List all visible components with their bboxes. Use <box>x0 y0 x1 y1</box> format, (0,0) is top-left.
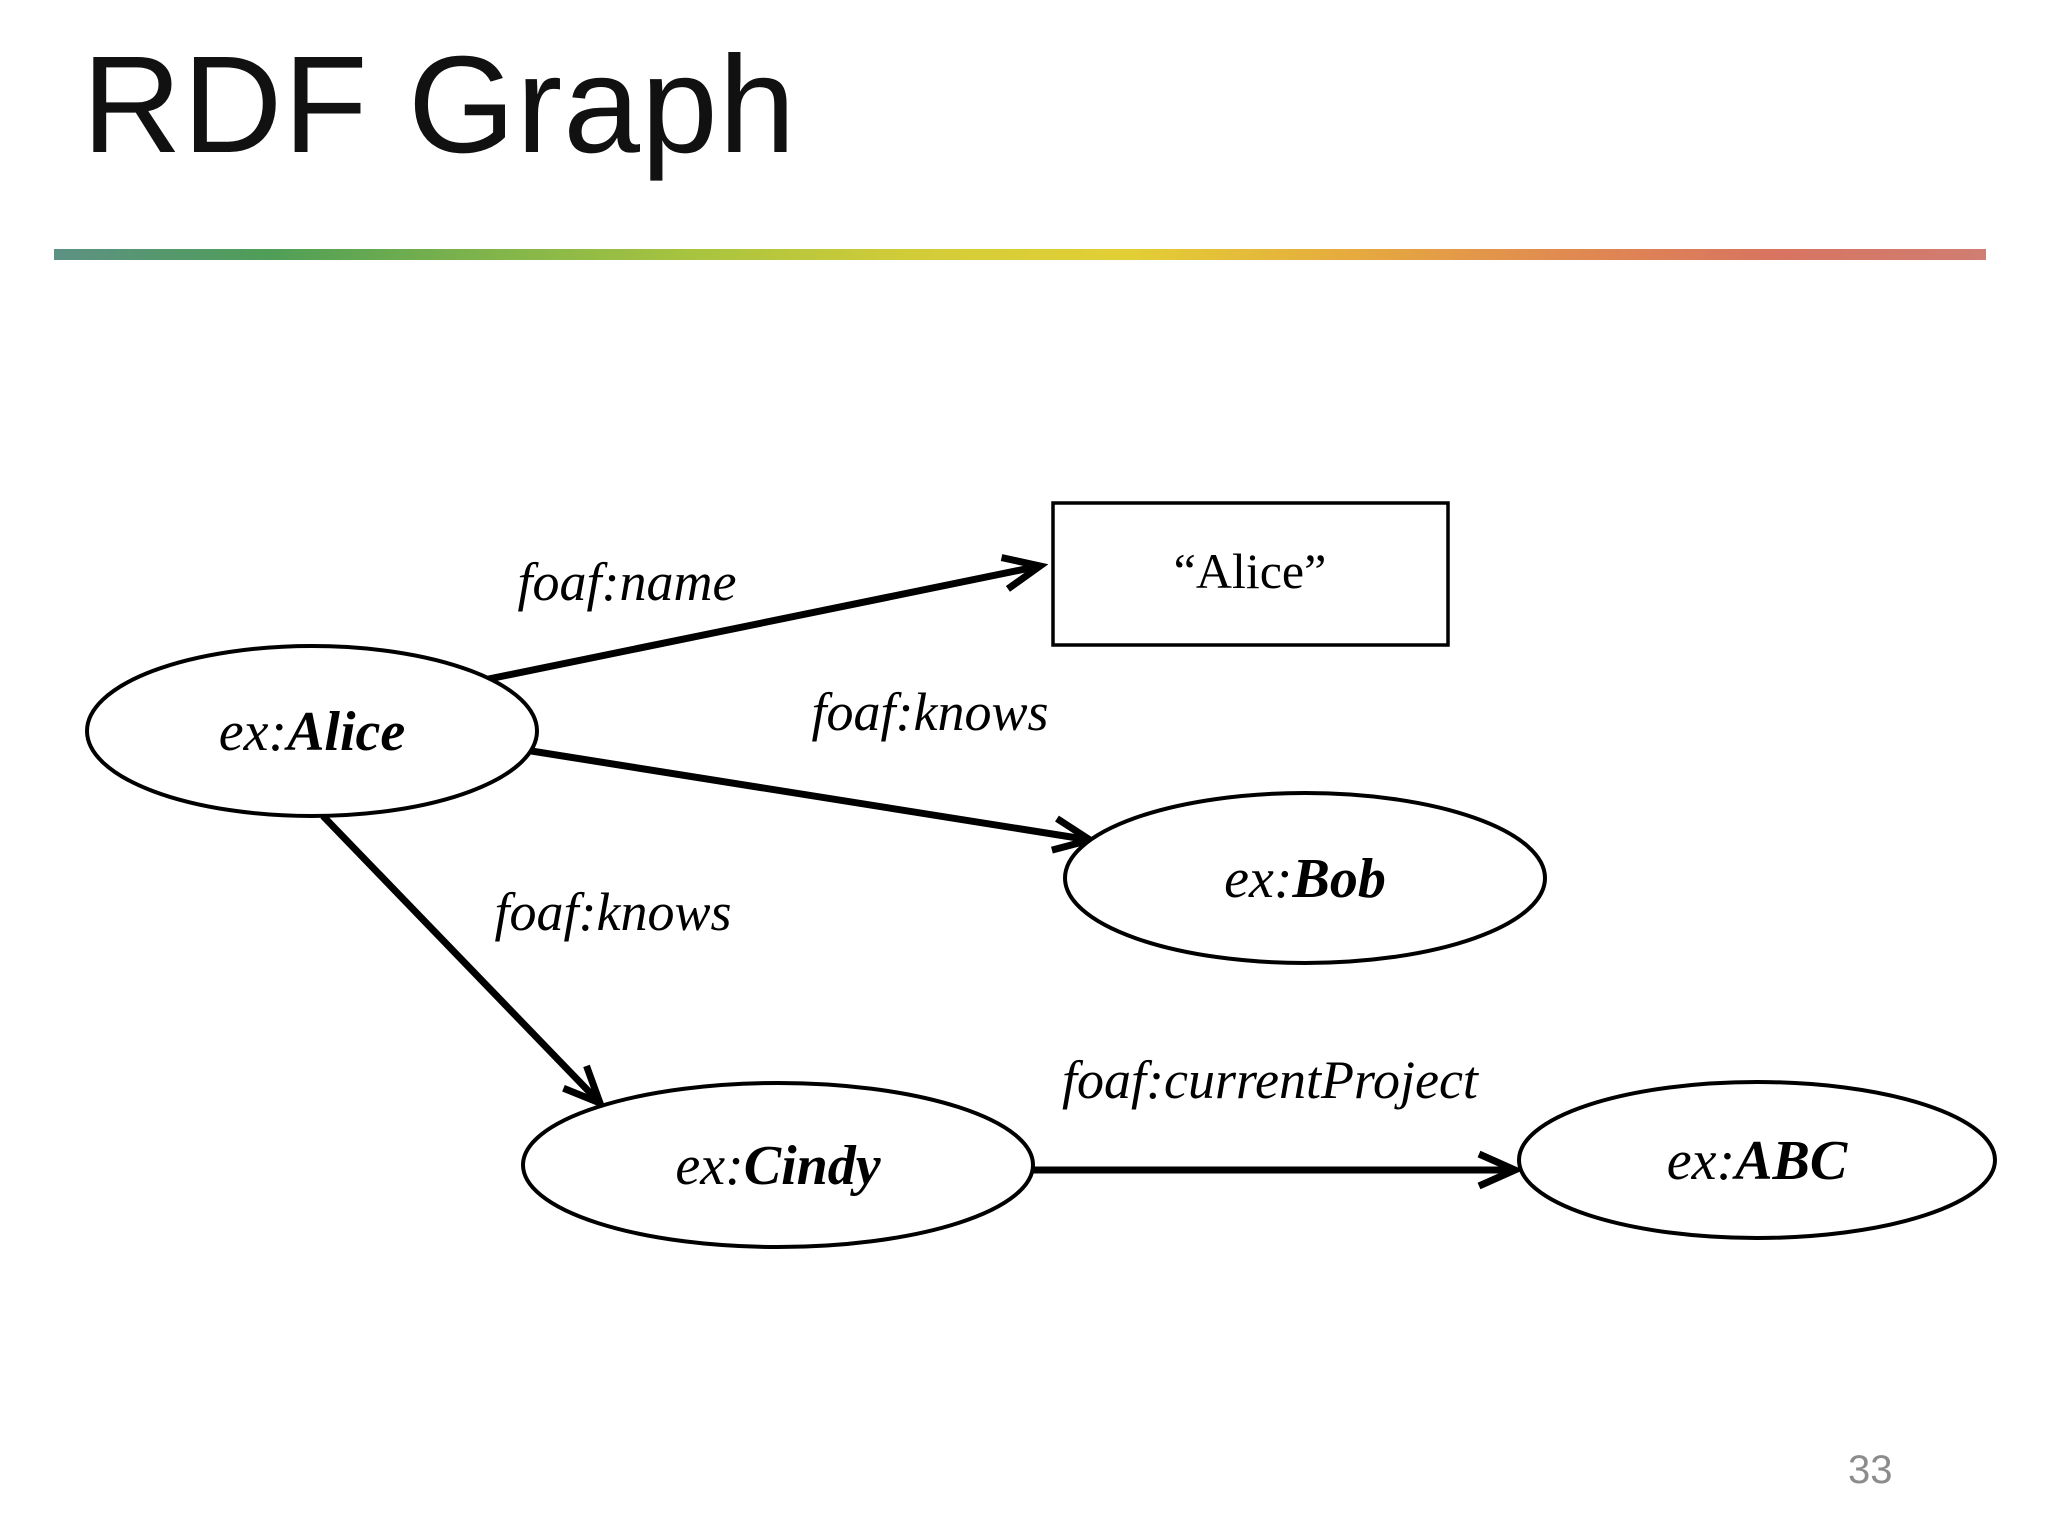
literal-alice-box <box>1051 501 1450 647</box>
title-divider <box>54 249 1986 260</box>
edge-foaf-knows-bob-arrow <box>524 746 1090 840</box>
edge-foaf-name-label: foaf:name <box>518 552 737 612</box>
edge-foaf-name-arrow <box>434 566 1040 694</box>
node-ex-abc-ellipse <box>1517 1080 1997 1240</box>
node-ex-alice-label: ex:Alice <box>219 701 406 763</box>
literal-alice-label: “Alice” <box>1174 543 1327 599</box>
edge-foaf-knows-cindy-arrow <box>320 813 600 1103</box>
node-ex-bob-ellipse <box>1063 791 1547 965</box>
node-ex-cindy-ellipse <box>521 1081 1035 1249</box>
edge-foaf-knows-bob-label: foaf:knows <box>812 682 1049 742</box>
node-ex-bob-label: ex:Bob <box>1224 848 1386 910</box>
node-ex-abc-label: ex:ABC <box>1667 1130 1848 1192</box>
edge-foaf-knows-cindy-label: foaf:knows <box>495 882 732 942</box>
edge-foaf-currentproject-label: foaf:currentProject <box>1062 1050 1480 1110</box>
page-number: 33 <box>1848 1448 1893 1492</box>
node-ex-alice-ellipse <box>85 644 539 818</box>
node-ex-cindy-label: ex:Cindy <box>675 1135 881 1197</box>
slide-title: RDF Graph <box>82 28 797 182</box>
